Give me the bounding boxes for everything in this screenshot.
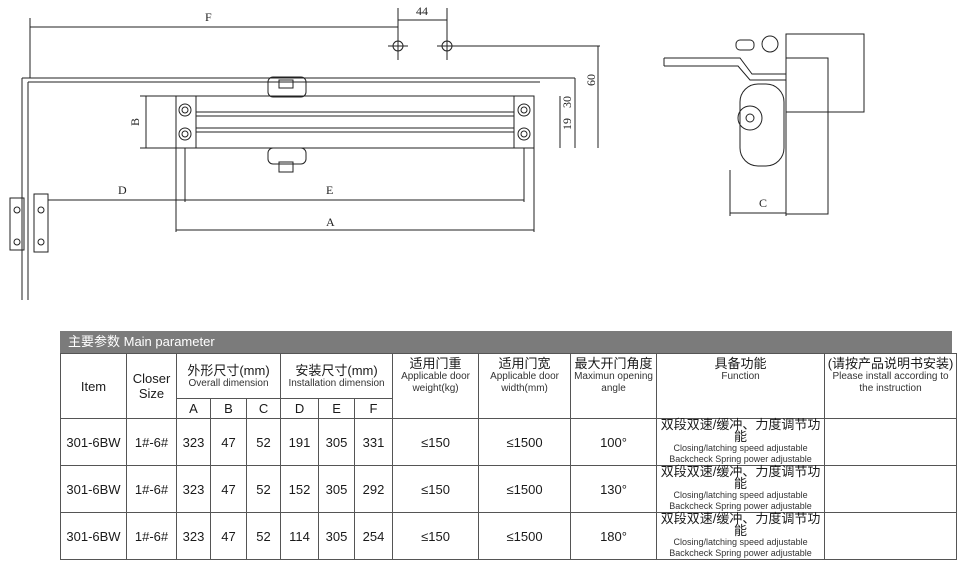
subheader-A: A <box>176 398 211 419</box>
header-install-cn: 安装尺寸(mm) <box>295 362 378 378</box>
label-44: 44 <box>416 4 428 18</box>
label-D: D <box>118 183 127 197</box>
parameter-table: Item Closer Size 外形尺寸(mm)Overall dimensi… <box>60 353 958 560</box>
function-en-1: Closing/latching speed adjustable <box>673 537 808 547</box>
header-item: Item <box>60 353 127 419</box>
header-note: (请按产品说明书安装)Please install according to t… <box>824 353 958 419</box>
header-closer-size: Closer Size <box>126 353 177 419</box>
cell-A: 323 <box>176 512 211 560</box>
label-30: 30 <box>560 96 574 108</box>
cell-E: 305 <box>318 512 356 560</box>
table-row: 301-6BW 1#-6# 323 47 52 191 305 331 ≤150… <box>60 417 958 466</box>
technical-drawing: F 44 60 30 19 B D E A C <box>9 4 865 300</box>
cell-item: 301-6BW <box>60 512 127 560</box>
cell-A: 323 <box>176 465 211 513</box>
header-note-en: Please install according to the instruct… <box>832 371 949 394</box>
function-en-2: Backcheck Spring power adjustable <box>669 454 812 464</box>
label-E: E <box>326 183 333 197</box>
header-function-cn: 具备功能 <box>714 356 767 371</box>
cell-E: 305 <box>318 465 356 513</box>
header-overall: 外形尺寸(mm)Overall dimension <box>175 353 282 399</box>
function-en-1: Closing/latching speed adjustable <box>673 443 808 453</box>
cell-size: 1#-6# <box>126 512 177 560</box>
parameter-table-section: 主要参数 Main parameter Item Closer Size 外形尺… <box>60 331 958 560</box>
cell-note <box>824 465 958 513</box>
header-overall-en: Overall dimension <box>188 377 269 389</box>
cell-item: 301-6BW <box>60 465 127 513</box>
header-note-cn: (请按产品说明书安装) <box>827 356 954 371</box>
cell-B: 47 <box>210 512 247 560</box>
header-width-en: Applicable door width(mm) <box>490 371 559 394</box>
header-weight-en: Applicable door weight(kg) <box>401 371 470 394</box>
subheader-D: D <box>280 398 320 419</box>
cell-size: 1#-6# <box>126 418 177 466</box>
cell-angle: 180° <box>570 512 658 560</box>
label-A: A <box>326 215 335 229</box>
cell-item: 301-6BW <box>60 418 127 466</box>
cell-C: 52 <box>245 465 282 513</box>
subheader-B: B <box>210 398 247 419</box>
cell-D: 152 <box>280 465 320 513</box>
table-title: 主要参数 Main parameter <box>60 331 952 353</box>
header-overall-cn: 外形尺寸(mm) <box>187 362 270 378</box>
cell-weight: ≤150 <box>392 465 480 513</box>
function-en-1: Closing/latching speed adjustable <box>673 490 808 500</box>
label-B: B <box>128 118 142 126</box>
cell-B: 47 <box>210 465 247 513</box>
cell-D: 114 <box>280 512 320 560</box>
cell-D: 191 <box>280 418 320 466</box>
cell-angle: 100° <box>570 418 658 466</box>
function-cn: 双段双速/缓冲、力度调节功能 <box>660 417 821 444</box>
cell-E: 305 <box>318 418 356 466</box>
label-60: 60 <box>584 74 598 86</box>
cell-angle: 130° <box>570 465 658 513</box>
cell-note <box>824 512 958 560</box>
cell-F: 254 <box>354 512 394 560</box>
table-row: 301-6BW 1#-6# 323 47 52 152 305 292 ≤150… <box>60 464 958 513</box>
header-install: 安装尺寸(mm)Installation dimension <box>280 353 394 399</box>
table-row: 301-6BW 1#-6# 323 47 52 114 305 254 ≤150… <box>60 511 958 560</box>
function-en-2: Backcheck Spring power adjustable <box>669 501 812 511</box>
cell-B: 47 <box>210 418 247 466</box>
cell-width: ≤1500 <box>478 512 572 560</box>
header-width-cn: 适用门宽 <box>498 356 551 371</box>
label-C: C <box>759 196 767 210</box>
cell-F: 331 <box>354 418 394 466</box>
function-en-2: Backcheck Spring power adjustable <box>669 548 812 558</box>
function-cn: 双段双速/缓冲、力度调节功能 <box>660 511 821 538</box>
subheader-E: E <box>318 398 356 419</box>
header-install-en: Installation dimension <box>288 377 385 389</box>
cell-A: 323 <box>176 418 211 466</box>
header-angle-en: Maximun opening angle <box>574 371 653 394</box>
cell-weight: ≤150 <box>392 418 480 466</box>
subheader-F: F <box>354 398 394 419</box>
cell-F: 292 <box>354 465 394 513</box>
header-weight-cn: 适用门重 <box>409 356 462 371</box>
label-19: 19 <box>560 118 574 130</box>
function-cn: 双段双速/缓冲、力度调节功能 <box>660 464 821 491</box>
header-angle-cn: 最大开门角度 <box>574 356 653 371</box>
label-F: F <box>205 10 212 24</box>
subheader-C: C <box>245 398 282 419</box>
cell-size: 1#-6# <box>126 465 177 513</box>
cell-width: ≤1500 <box>478 418 572 466</box>
cell-note <box>824 418 958 466</box>
cell-C: 52 <box>245 512 282 560</box>
cell-weight: ≤150 <box>392 512 480 560</box>
cell-width: ≤1500 <box>478 465 572 513</box>
header-function-en: Function <box>721 371 760 382</box>
cell-C: 52 <box>245 418 282 466</box>
